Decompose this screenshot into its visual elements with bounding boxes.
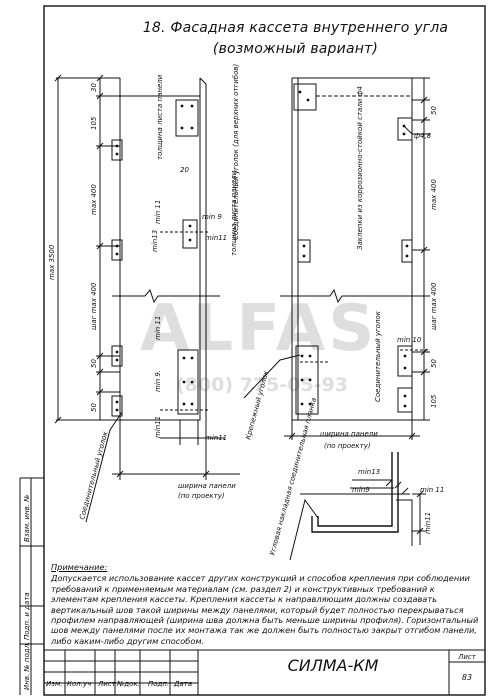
left-min9b: min 9. (154, 370, 162, 392)
left-min11b: min 11 (154, 200, 162, 224)
dim-50a: 50 (90, 359, 98, 368)
left-connecting-corner: Соединительный уголок (78, 430, 109, 521)
dim-max3500: max 3500 (48, 244, 56, 280)
side-sign-label: Подп. и дата (23, 592, 31, 640)
right-connecting-corner: Соединительный уголок (374, 310, 382, 402)
page-title: 18. Фасадная кассета внутреннего угла (в… (118, 18, 473, 60)
detail-min11: min 11 (420, 486, 444, 494)
sheet-label: Лист (458, 653, 476, 661)
title-line-2: (возможный вариант) (212, 41, 379, 57)
left-min11-bottom: min11 (205, 434, 227, 442)
stamp-col-podp: Подп. (148, 680, 170, 688)
left-min11d: min11 (154, 416, 162, 438)
dim-step-max400: шаг max 400 (90, 282, 98, 330)
left-min11c: min 11 (154, 316, 162, 340)
side-inv-label: Инв. № подл. (23, 641, 31, 690)
stamp-col-ndok: №док. (117, 680, 140, 688)
detail-min11v: min11 (424, 512, 432, 534)
right-panel-width: ширина панели (320, 430, 378, 438)
left-min9: min 9 (202, 213, 222, 221)
right-dim-max400: max 400 (430, 179, 438, 210)
left-min13: min13 (151, 230, 159, 252)
left-panel-thickness-2: толщина листа панели (230, 170, 238, 256)
left-panel-width: ширина панели (178, 482, 236, 490)
stamp-col-list: Лист (98, 680, 116, 688)
notes-text: Допускается использование кассет других … (51, 573, 479, 646)
left-dim20: 20 (180, 166, 189, 174)
right-rivet: Заклепки из коррозионно-стойкой стали ф4 (356, 86, 364, 250)
stamp-col-data: Дата (174, 680, 193, 688)
detail-min13: min13 (358, 468, 380, 476)
detail-min9: min9 (352, 486, 370, 494)
right-dim-50b: 50 (430, 359, 438, 368)
right-by-project: (по проекту) (324, 442, 371, 450)
detail-plate: Угловая накладная соединительная планка (268, 397, 318, 557)
watermark-phone: (800) 775-05-93 (176, 374, 348, 396)
left-panel-thickness: толщина листа панели (156, 74, 164, 160)
right-connecting-top: Соединительный уголок (для верхних отгиб… (232, 64, 240, 240)
side-replace-label: Взам. инв. № (23, 494, 31, 542)
dim-30: 30 (90, 83, 98, 92)
stamp-col-izm: Изм. (46, 680, 63, 688)
notes-block: Примечание: Допускается использование ка… (51, 562, 483, 646)
right-phi48: ф4,8 (414, 132, 432, 140)
title-line-1: 18. Фасадная кассета внутреннего угла (142, 20, 449, 36)
right-dim-105: 105 (430, 394, 438, 408)
stamp-col-kolych: Кол.уч (67, 680, 92, 688)
document-code: СИЛМА-КМ (287, 656, 379, 675)
notes-heading: Примечание: (51, 562, 108, 572)
dim-50b: 50 (90, 403, 98, 412)
left-by-project: (по проекту) (178, 492, 225, 500)
watermark-brand: ALFAS (140, 292, 378, 366)
right-dim-50a: 50 (430, 106, 438, 115)
dim-105: 105 (90, 116, 98, 130)
right-dim-step: шаг max 400 (430, 282, 438, 330)
right-min10: min 10 (397, 336, 422, 344)
dim-max400: max 400 (90, 184, 98, 215)
left-min11a: min11 (205, 234, 227, 242)
sheet-number: 83 (461, 673, 473, 682)
